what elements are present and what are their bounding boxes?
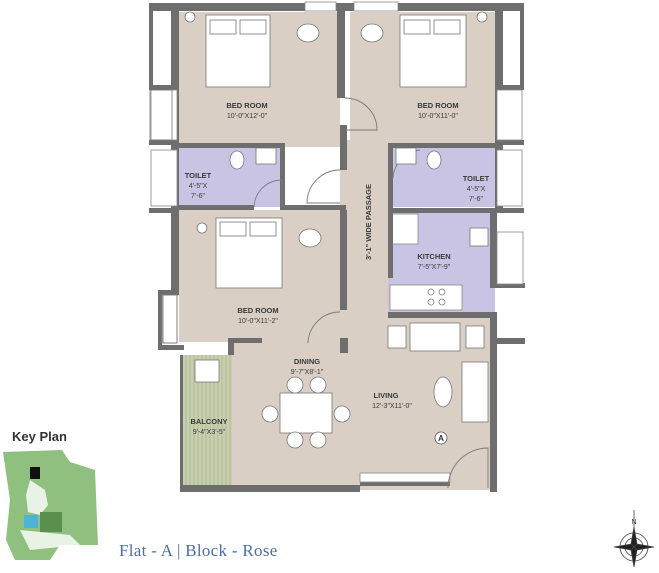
kitchen-name: KITCHEN (417, 252, 450, 261)
washing-machine (194, 359, 220, 383)
passage-floor (340, 140, 388, 350)
wardrobe-1 (149, 89, 173, 141)
kitchen-counter (389, 284, 463, 311)
sofa (409, 322, 461, 352)
entry-marker-label: A (438, 434, 444, 443)
bedroom-3-size: 10'-0"X11'-2" (238, 318, 278, 325)
bedroom-1-size: 10'-0"X12'-0" (227, 113, 268, 120)
windows (150, 1, 524, 483)
bedroom-chair-1 (296, 23, 320, 43)
toilet-2-size-a: 4'-5"X (467, 186, 486, 193)
toilet-2-size-b: 7'-6" (469, 196, 483, 203)
dining-name: DINING (294, 357, 320, 366)
kitchen-size: 7'-5"X7'-9" (418, 264, 451, 271)
tv-unit (461, 361, 489, 423)
toilet-2-wc (426, 150, 442, 170)
bedroom-3-name: BED ROOM (237, 306, 278, 315)
compass-north-label: N (631, 519, 636, 526)
nightstand-1 (184, 11, 196, 23)
bedroom-2-name: BED ROOM (417, 101, 458, 110)
furniture (149, 11, 489, 449)
dining-size: 9'-7"X8'-1" (291, 369, 324, 376)
toilet-1-basin (255, 147, 277, 165)
toilet-2-basin (395, 147, 417, 165)
bedroom-chair-2 (360, 23, 384, 43)
flat-caption: Flat - A | Block - Rose (119, 541, 278, 560)
dining-table (279, 392, 333, 434)
compass-icon (613, 510, 655, 568)
key-plan-selected-block (30, 467, 40, 479)
toilet-1-size-b: 7'-6" (191, 193, 205, 200)
cooktop (427, 288, 446, 306)
room-labels: BED ROOM 10'-0"X12'-0" BED ROOM 10'-0"X1… (185, 101, 490, 436)
bedroom-2-size: 10'-0"X11'-0" (418, 113, 458, 120)
wardrobe-3 (162, 294, 178, 344)
kitchen-counter-side (389, 213, 419, 245)
balcony-size: 9'-4"X3'-5" (193, 429, 226, 436)
toilet-1-wc (229, 150, 245, 170)
kitchen-sink (469, 227, 489, 247)
toilet-1-name: TOILET (185, 171, 212, 180)
armchair-right (465, 325, 485, 349)
toilet-2-name: TOILET (463, 174, 490, 183)
doors (253, 97, 489, 489)
key-plan-title: Key Plan (12, 429, 67, 444)
living-name: LIVING (373, 391, 398, 400)
toilet-1-size-a: 4'-5"X (189, 183, 208, 190)
bedroom-chair-3 (298, 228, 322, 248)
living-lamp (433, 376, 453, 408)
balcony-name: BALCONY (190, 417, 227, 426)
key-plan-map (3, 450, 98, 560)
entry-marker (434, 431, 448, 445)
living-size: 12'-3"X11'-0" (372, 403, 412, 410)
armchair-left (387, 325, 407, 349)
passage-label: 3'-1" WIDE PASSAGE (364, 184, 373, 260)
bedroom-1-name: BED ROOM (226, 101, 267, 110)
nightstand-3 (196, 222, 208, 234)
key-plan-current-flat (24, 515, 38, 528)
nightstand-2 (476, 11, 488, 23)
